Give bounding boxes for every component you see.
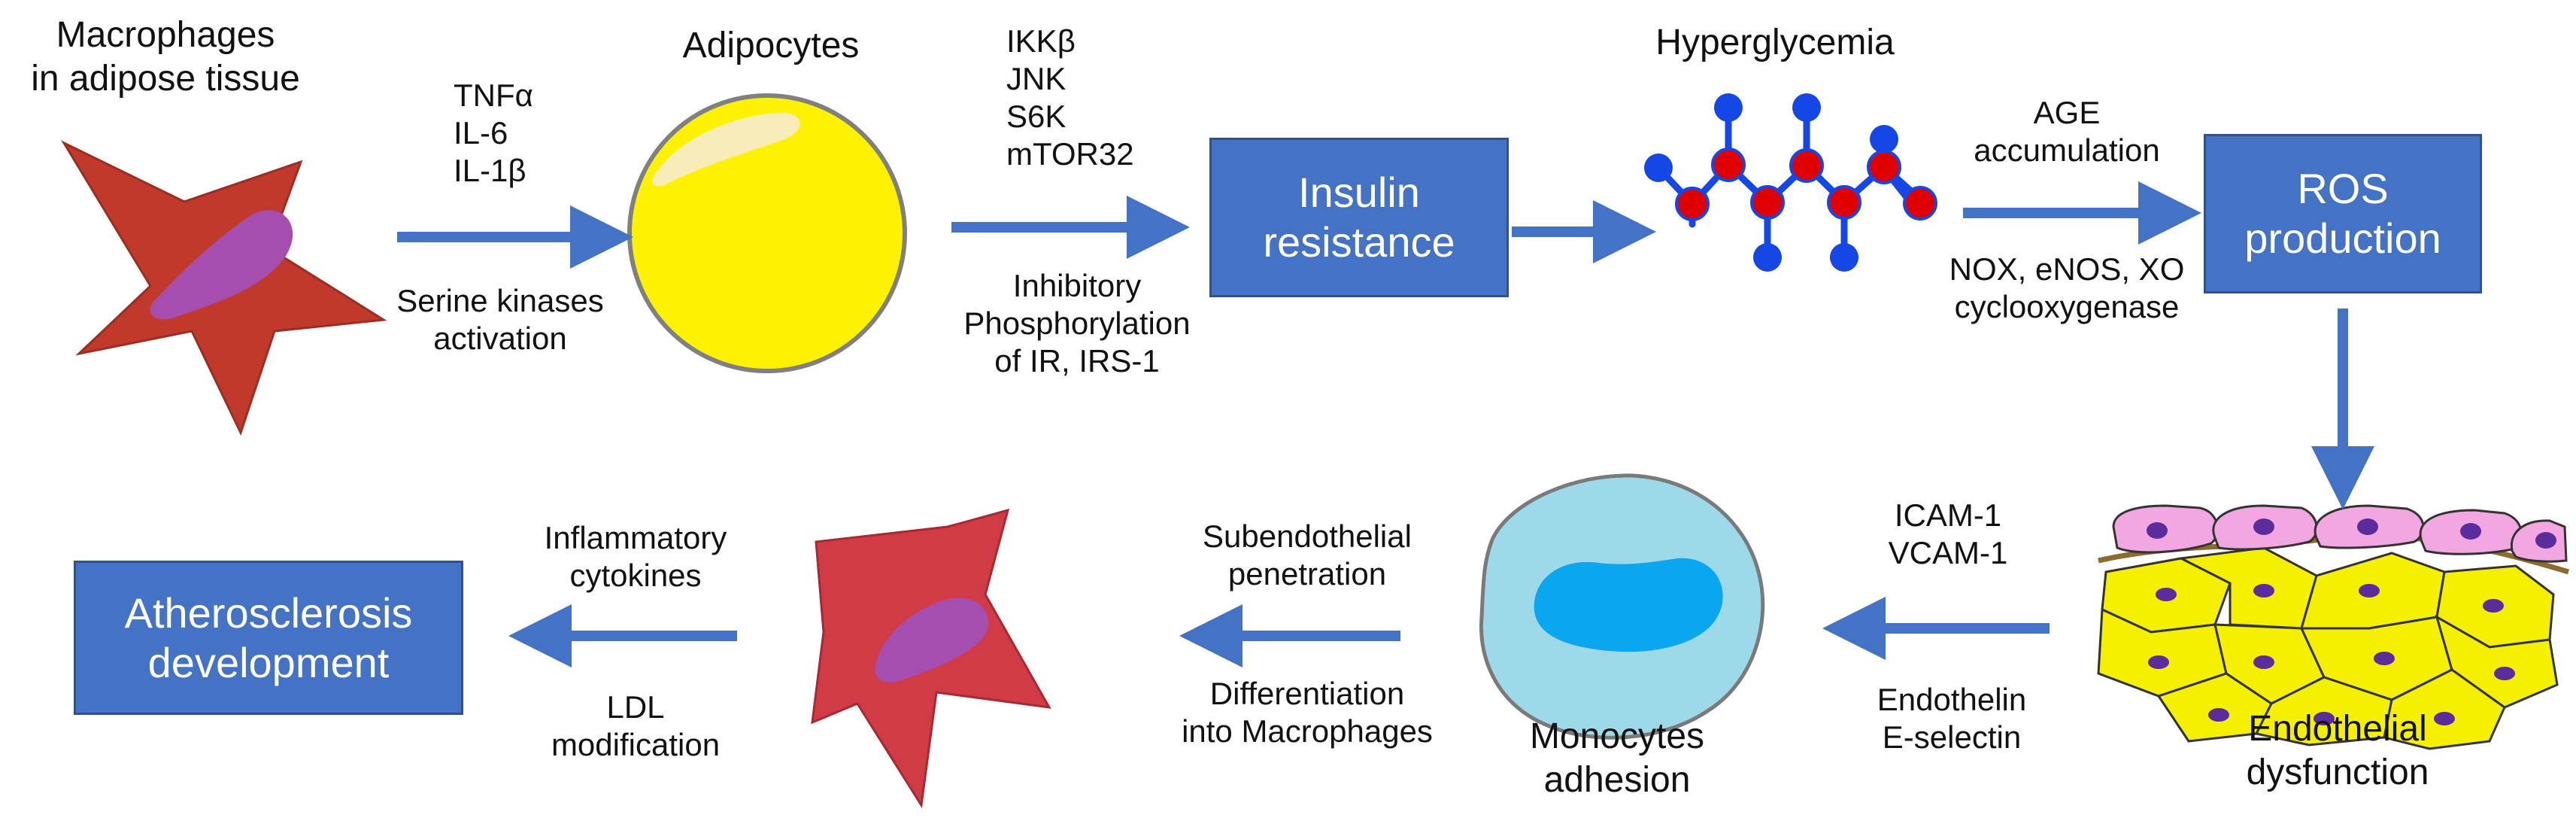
edge-label-il6: IL-6 — [454, 115, 508, 151]
edge-label-ikkb: IKKβ — [1006, 23, 1076, 59]
edge-label-phosphorylation: Phosphorylation — [963, 306, 1191, 341]
edge-label-modification: modification — [551, 727, 721, 762]
macrophages-label-line1: Macrophages — [56, 15, 275, 55]
edge-label-inflammatory: Inflammatory — [544, 520, 727, 555]
edge-label-il1b: IL-1β — [454, 153, 526, 188]
adhesion-molecules-label: ICAM-1 VCAM-1 — [1889, 497, 2008, 572]
edge-label-nox-enos-xo: NOX, eNOS, XO — [1949, 251, 2185, 287]
edge-label-of-ir-irs1: of IR, IRS-1 — [994, 343, 1160, 379]
insulin-resistance-line2: resistance — [1263, 218, 1455, 266]
edge-label-penetration: penetration — [1227, 556, 1387, 591]
edge-label-icam1: ICAM-1 — [1894, 497, 2002, 533]
edge-label-e-selectin: E-selectin — [1882, 719, 2022, 755]
differentiation-label: Differentiation into Macrophages — [1182, 675, 1433, 750]
monocytes-adhesion-line2: adhesion — [1543, 760, 1691, 800]
adipocyte-icon — [627, 93, 907, 373]
edge-label-vcam1: VCAM-1 — [1888, 535, 2008, 570]
adipocytes-label: Adipocytes — [682, 26, 860, 65]
edge-label-inhibitory: Inhibitory — [1012, 268, 1142, 303]
edge-label-differentiation: Differentiation — [1209, 676, 1405, 711]
edge-label-accumulation: accumulation — [1974, 132, 2160, 168]
monocytes-adhesion-line1: Monocytes — [1529, 716, 1705, 756]
hyperglycemia-label: Hyperglycemia — [1655, 23, 1895, 62]
edge-label-age: AGE — [2033, 95, 2101, 130]
edge-label-subendothelial: Subendothelial — [1203, 518, 1412, 554]
endothelin-selectin-label: Endothelin E-selectin — [1877, 681, 2027, 756]
macrophages-label: Macrophages in adipose tissue — [31, 14, 300, 101]
atherosclerosis-line2: development — [147, 638, 390, 686]
edge-label-into-macrophages: into Macrophages — [1182, 713, 1433, 749]
kinases-list: IKKβ JNK S6K mTOR32 — [1006, 23, 1134, 173]
edge-label-ldl: LDL — [606, 689, 665, 725]
monocyte-icon — [1479, 473, 1765, 740]
ros-production-line1: ROS — [2297, 165, 2389, 212]
subendothelial-label: Subendothelial penetration — [1203, 518, 1412, 593]
edge-label-endothelin: Endothelin — [1877, 682, 2027, 717]
insulin-resistance-line1: Insulin — [1298, 169, 1420, 216]
edge-label-s6k: S6K — [1006, 99, 1067, 134]
inflammatory-cytokines-label: Inflammatory cytokines — [545, 519, 727, 594]
insulin-resistance-box: Insulin resistance — [1209, 138, 1509, 297]
endothelial-cells-icon — [2097, 504, 2570, 750]
cytokines-list: TNFα IL-6 IL-1β — [454, 77, 533, 190]
inhibitory-phosphorylation-label: Inhibitory Phosphorylation of IR, IRS-1 — [963, 267, 1190, 380]
age-accumulation-label: AGE accumulation — [1974, 94, 2159, 169]
atherosclerosis-box: Atherosclerosis development — [74, 561, 463, 715]
endothelial-dysfunction-line2: dysfunction — [2246, 753, 2429, 792]
endothelial-dysfunction-line1: Endothelial — [2248, 709, 2427, 749]
serine-kinases-label: Serine kinases activation — [396, 282, 603, 357]
macrophage-icon — [811, 508, 1051, 809]
endothelial-dysfunction-label: Endothelial dysfunction — [2247, 707, 2429, 795]
ros-production-line2: production — [2244, 214, 2441, 262]
edge-label-mtor32: mTOR32 — [1006, 136, 1134, 172]
ldl-modification-label: LDL modification — [551, 689, 720, 764]
atherosclerosis-line1: Atherosclerosis — [124, 588, 413, 637]
molecule-atoms — [1644, 93, 1937, 272]
macrophages-label-line2: in adipose tissue — [31, 59, 300, 99]
edge-label-cytokines: cytokines — [569, 558, 702, 593]
macrophage-adipose-icon — [61, 140, 387, 436]
arrows — [397, 181, 2374, 667]
ros-production-box: ROS production — [2204, 134, 2482, 293]
edge-label-activation: activation — [433, 321, 567, 356]
edge-label-jnk: JNK — [1006, 61, 1067, 96]
edge-label-cyclooxygenase: cyclooxygenase — [1954, 289, 2180, 324]
monocytes-adhesion-label: Monocytes adhesion — [1530, 715, 1704, 802]
edge-label-serine-kinases: Serine kinases — [396, 283, 604, 318]
edge-label-tnf: TNFα — [454, 78, 533, 113]
enzymes-label: NOX, eNOS, XO cyclooxygenase — [1949, 251, 2185, 326]
